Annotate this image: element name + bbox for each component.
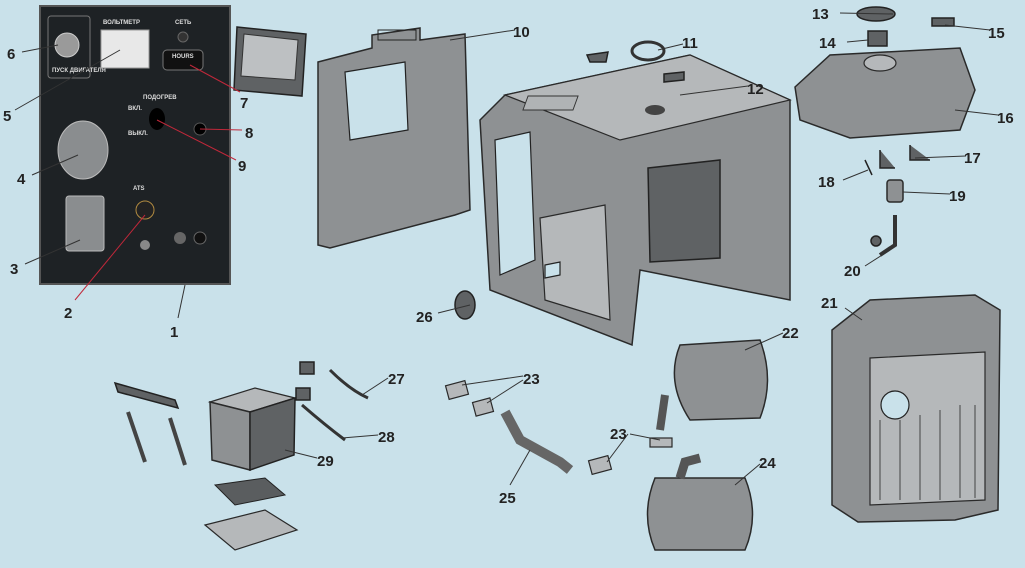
fuel-tank xyxy=(794,47,976,139)
callout-27: 27 xyxy=(388,371,405,388)
callout-29: 29 xyxy=(317,453,334,470)
callout-9: 9 xyxy=(238,158,246,175)
battery-bracket xyxy=(113,381,180,410)
callout-labels: 1 2 3 4 5 6 7 8 9 10 11 12 13 14 15 16 1… xyxy=(3,6,1014,507)
leader-lines xyxy=(14,12,999,486)
callout-23b: 23 xyxy=(610,426,627,443)
callout-1: 1 xyxy=(170,324,178,341)
callout-14: 14 xyxy=(819,35,836,52)
hour-meter xyxy=(162,49,204,71)
callout-4: 4 xyxy=(17,171,26,188)
svg-text:ВКЛ.: ВКЛ. xyxy=(128,106,142,112)
callout-24: 24 xyxy=(759,455,776,472)
muffler-lower xyxy=(646,477,754,551)
callout-22: 22 xyxy=(782,325,799,342)
radiator-side-panel xyxy=(831,294,1001,523)
svg-text:ВОЛЬТМЕТР: ВОЛЬТМЕТР xyxy=(103,20,140,26)
battery-tray xyxy=(203,509,299,551)
exhaust-pipe xyxy=(500,409,574,474)
callout-19: 19 xyxy=(949,188,966,205)
callout-10: 10 xyxy=(513,24,530,41)
control-panel: ПУСК ДВИГАТЕЛЯ ВОЛЬТМЕТР СЕТЬ HOURS ПОДО… xyxy=(39,5,231,285)
bracket xyxy=(585,51,609,63)
callout-3: 3 xyxy=(10,261,18,278)
gasket xyxy=(630,40,666,62)
voltmeter xyxy=(100,29,150,69)
battery xyxy=(207,387,298,472)
callout-2: 2 xyxy=(64,305,72,322)
socket-small xyxy=(65,195,105,252)
callout-6: 6 xyxy=(7,46,15,63)
callout-16: 16 xyxy=(997,110,1014,127)
fuel-level-sensor xyxy=(931,17,955,27)
callout-26: 26 xyxy=(416,309,433,326)
enclosure-frame xyxy=(479,54,792,347)
fuel-filter-strainer xyxy=(867,30,888,47)
battery-cable xyxy=(301,403,346,442)
svg-text:ATS: ATS xyxy=(133,186,145,192)
side-door xyxy=(317,27,471,249)
battery-cable xyxy=(328,368,369,400)
heating-switch xyxy=(149,108,165,130)
callout-28: 28 xyxy=(378,429,395,446)
callout-17: 17 xyxy=(964,150,981,167)
svg-text:HOURS: HOURS xyxy=(172,54,194,60)
muffler-upper xyxy=(673,339,769,421)
callout-8: 8 xyxy=(245,125,253,142)
callout-15: 15 xyxy=(988,25,1005,42)
callout-12: 12 xyxy=(747,81,764,98)
gasket xyxy=(444,379,470,401)
callout-11: 11 xyxy=(682,35,698,52)
ats-switch xyxy=(135,200,155,220)
callout-18: 18 xyxy=(818,174,835,191)
fuel-filter xyxy=(886,179,904,203)
ignition-key-switch xyxy=(54,32,80,58)
callout-20: 20 xyxy=(844,263,861,280)
svg-text:СЕТЬ: СЕТЬ xyxy=(175,20,192,26)
svg-text:ПОДОГРЕВ: ПОДОГРЕВ xyxy=(143,95,177,101)
callout-21: 21 xyxy=(821,295,838,312)
callout-23: 23 xyxy=(523,371,540,388)
socket-large xyxy=(57,120,109,180)
callout-25: 25 xyxy=(499,490,516,507)
callout-13: 13 xyxy=(812,6,829,23)
fuel-fittings xyxy=(864,145,930,176)
callout-7: 7 xyxy=(240,95,248,112)
flange xyxy=(454,290,476,320)
battery-mat xyxy=(213,477,287,506)
svg-text:ПУСК ДВИГАТЕЛЯ: ПУСК ДВИГАТЕЛЯ xyxy=(52,68,106,74)
callout-5: 5 xyxy=(3,108,11,125)
svg-text:ВЫКЛ.: ВЫКЛ. xyxy=(128,131,148,137)
